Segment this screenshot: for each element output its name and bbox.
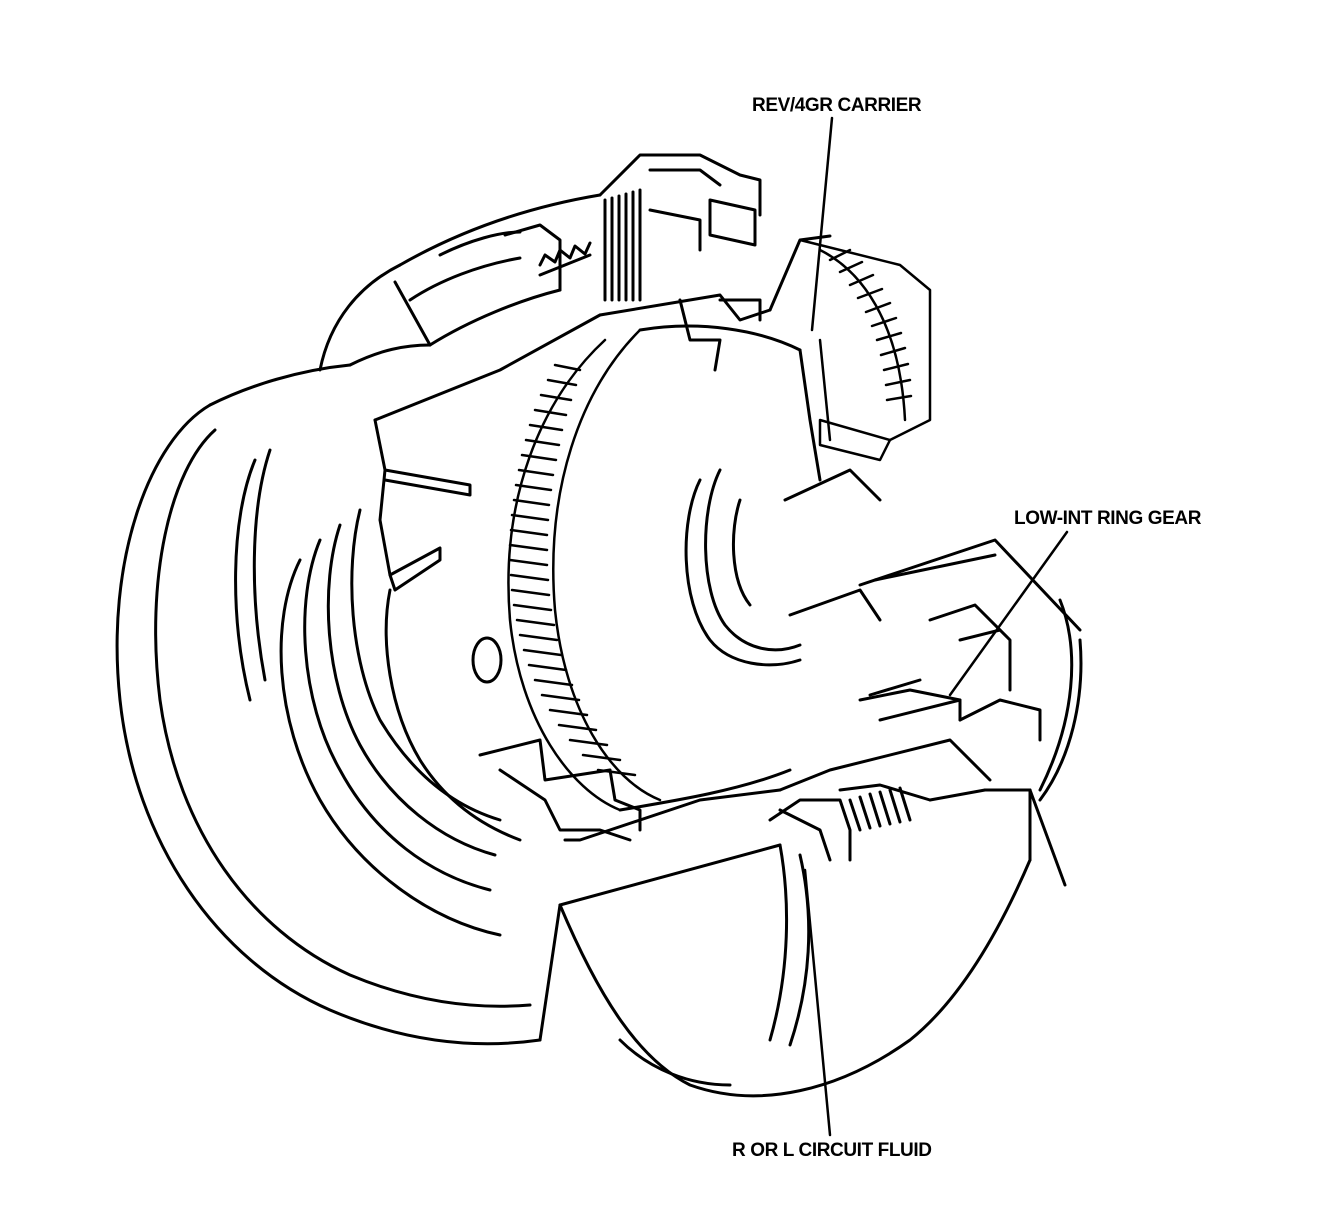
outer-drum [115, 363, 562, 1046]
lower-right-flange [858, 538, 1082, 742]
center-hole [471, 636, 503, 684]
leader-lines [803, 116, 1069, 1137]
inner-housing-profile [373, 234, 832, 592]
rev4gr-carrier-label: REV/4GR CARRIER [752, 95, 922, 116]
ring-gear [507, 328, 662, 812]
top-clutch-pack [503, 153, 762, 302]
bottom-hub-profile [478, 738, 992, 862]
carrier-gear [798, 238, 932, 462]
ring-gear-disk [618, 324, 882, 812]
rear-drum [558, 598, 1083, 1098]
top-housing [318, 193, 602, 372]
r-or-l-circuit-fluid-label: R OR L CIRCUIT FLUID [732, 1140, 932, 1161]
low-int-ring-gear-label: LOW-INT RING GEAR [1014, 508, 1202, 529]
